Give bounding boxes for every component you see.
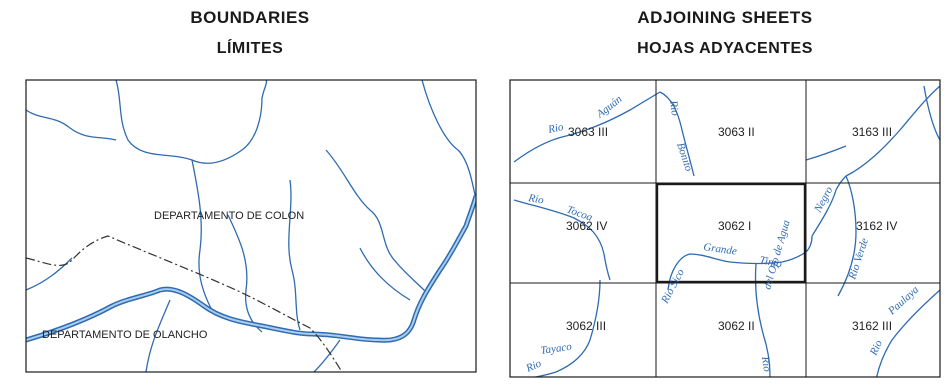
boundaries-map: DEPARTAMENTO DE COLON DEPARTAMENTO DE OL… <box>26 80 476 372</box>
river-tinto-label: Tinto <box>758 254 783 271</box>
river-sico-label: Rio Sico <box>659 267 688 307</box>
sheet-3062-ii[interactable]: 3062 II <box>718 319 755 333</box>
river-aguan-label-2: Aguán <box>594 93 625 121</box>
river-aguan-label-1: Rio <box>546 121 565 136</box>
river-bonito-label-2: Bonito <box>674 141 695 173</box>
sheet-3162-iii[interactable]: 3162 III <box>852 319 892 333</box>
boundaries-map-frame <box>25 79 477 373</box>
adjoining-sheets-frame <box>509 79 941 378</box>
main-river <box>26 195 476 343</box>
adjoining-sheets-subtitle: HOJAS ADYACENTES <box>637 40 813 57</box>
river-tocoa-label-1: Rio <box>526 192 545 207</box>
adjoining-sheets-title: ADJOINING SHEETS <box>637 8 813 27</box>
river-tayaco-label-1: Tayaco <box>540 341 573 357</box>
adjoining-sheets-map: 3063 III 3063 II 3163 III 3062 IV 3062 I… <box>510 80 940 377</box>
sheet-3063-iii[interactable]: 3063 III <box>568 125 608 139</box>
label-olancho: DEPARTAMENTO DE OLANCHO <box>42 329 208 341</box>
river-tayaco-label-2: Rio <box>523 357 543 375</box>
sheet-3063-ii[interactable]: 3063 II <box>718 125 755 139</box>
river-bonito-label-1: Rio <box>667 99 681 117</box>
sheet-3162-iv[interactable]: 3162 IV <box>856 219 897 233</box>
label-colon: DEPARTAMENTO DE COLON <box>154 210 304 222</box>
boundary-streams <box>26 80 476 372</box>
river-ojo-agua-rio-label: Rio <box>759 355 773 373</box>
sheet-3062-iii[interactable]: 3062 III <box>566 319 606 333</box>
sheet-rivers <box>513 85 940 377</box>
sheet-3062-iv[interactable]: 3062 IV <box>566 219 607 233</box>
river-grande-label: Grande <box>703 241 738 258</box>
current-sheet-outline <box>655 182 807 284</box>
river-paulaya-label-2: Rio <box>867 338 885 358</box>
department-boundary <box>26 235 343 372</box>
boundaries-title: BOUNDARIES <box>190 8 310 27</box>
boundaries-subtitle: LÍMITES <box>216 40 284 57</box>
sheet-3062-i[interactable]: 3062 I <box>718 219 751 233</box>
river-verde-label: Rio Verde <box>846 237 871 282</box>
sheet-3163-iii[interactable]: 3163 III <box>852 125 892 139</box>
